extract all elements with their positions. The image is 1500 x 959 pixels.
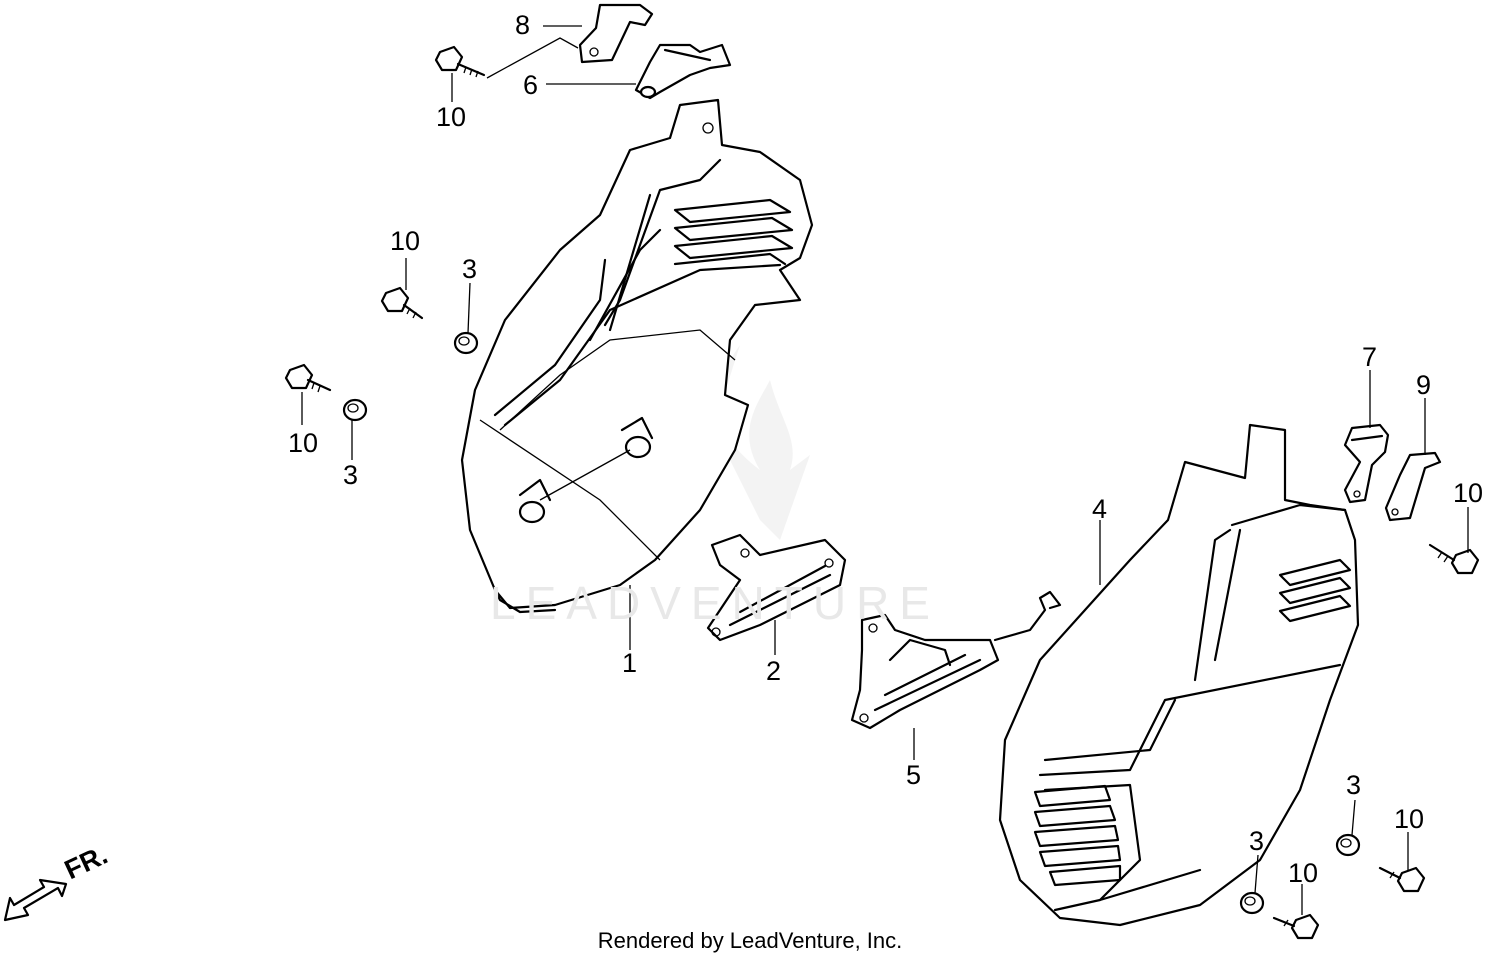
callout-3-d: 3 <box>1249 826 1265 856</box>
callout-10-bottom: 10 <box>1288 858 1319 888</box>
callout-6: 6 <box>523 70 539 100</box>
watermark-logo <box>700 345 810 540</box>
part-3-nut-a <box>453 331 479 355</box>
part-4-right-cover <box>998 423 1360 927</box>
part-1-left-cover <box>460 98 814 614</box>
part-7-clip <box>1343 423 1390 504</box>
part-3-nut-d <box>1239 891 1265 915</box>
callout-10-top: 10 <box>436 102 467 132</box>
part-5-spring-bracket <box>850 590 1062 730</box>
callout-8: 8 <box>515 10 531 40</box>
callout-9: 9 <box>1416 370 1432 400</box>
callout-4: 4 <box>1092 494 1108 524</box>
callout-10-mid: 10 <box>390 226 421 256</box>
leader-lines <box>301 25 1469 915</box>
part-10-bolt-left <box>284 363 332 393</box>
callout-5: 5 <box>906 760 922 790</box>
part-2-bracket <box>706 533 847 642</box>
part-3-nut-b <box>342 398 368 422</box>
callout-10-left: 10 <box>288 428 319 458</box>
watermark-text: LEADVENTURE <box>490 577 940 629</box>
part-10-bolt-bottom <box>1272 913 1320 940</box>
part-10-bolt-right-upper <box>1428 543 1480 575</box>
callout-3-b: 3 <box>343 460 359 490</box>
callout-3-c: 3 <box>1346 770 1362 800</box>
part-10-bolt-bottom-right <box>1378 866 1426 893</box>
callout-10-right: 10 <box>1453 478 1484 508</box>
part-10-bolt-top <box>434 45 486 78</box>
callout-2: 2 <box>766 656 782 686</box>
part-8-bracket <box>578 3 654 64</box>
callout-3-a: 3 <box>462 254 478 284</box>
part-10-bolt-mid <box>380 286 424 320</box>
part-3-nut-c <box>1335 833 1361 857</box>
footer-credit: Rendered by LeadVenture, Inc. <box>597 928 903 953</box>
callout-7: 7 <box>1362 342 1378 372</box>
part-9-clip <box>1384 451 1442 522</box>
callout-10-bottom-right: 10 <box>1394 804 1425 834</box>
callout-1: 1 <box>622 648 638 678</box>
part-6-clip <box>634 43 732 100</box>
front-direction-arrow <box>3 878 68 922</box>
